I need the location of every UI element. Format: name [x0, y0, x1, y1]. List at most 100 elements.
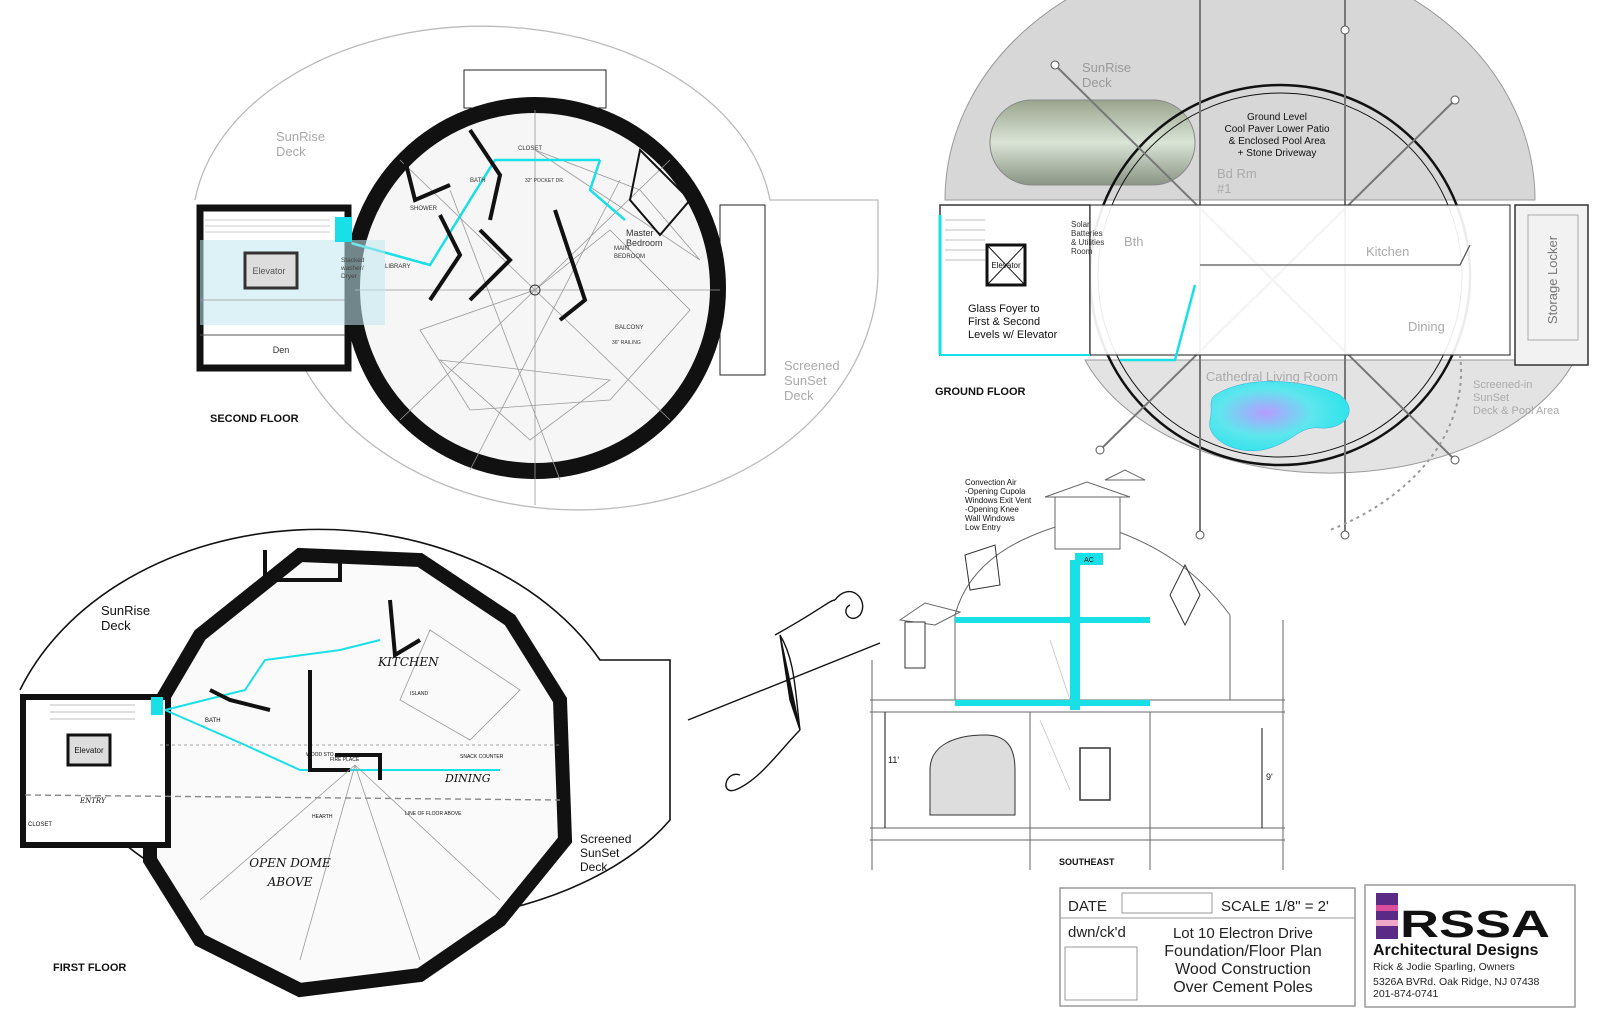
bedroom-1-label-1: Bd Rm — [1217, 166, 1257, 181]
gf-screened-label-2: SunSet — [1473, 392, 1509, 404]
convection-label-3: Windows Exit Vent — [965, 496, 1032, 505]
sf-bath-label: BATH — [470, 178, 486, 184]
sf-screened-deck-label-2: SunSet — [784, 373, 827, 388]
ff-elevator-label: Elevator — [74, 746, 104, 755]
ff-screened-deck-label-2: SunSet — [580, 846, 620, 860]
second-floor-title: SECOND FLOOR — [210, 413, 299, 425]
sf-screened-deck-label-3: Deck — [784, 388, 814, 403]
gf-dining-label: Dining — [1408, 319, 1445, 334]
master-bedroom-label-2: Bedroom — [626, 238, 663, 248]
sf-closet-label: CLOSET — [518, 146, 542, 152]
height-left-label: 11' — [888, 755, 899, 765]
phone-line: 201-874-0741 — [1373, 988, 1439, 1000]
convection-label-6: Low Entry — [965, 523, 1001, 532]
storage-locker-label: Storage Locker — [1545, 235, 1560, 324]
sf-railing-label: 36" RAILING — [612, 340, 641, 346]
swimming-pool — [1209, 381, 1350, 452]
drawn-checked-label: dwn/ck'd — [1068, 924, 1126, 941]
island-label: ISLAND — [410, 691, 428, 697]
title-block: DATE SCALE 1/8" = 2' dwn/ck'd Lot 10 Ele… — [1059, 884, 1576, 1008]
height-right-label: 9' — [1266, 772, 1273, 782]
solar-label-4: Room — [1071, 247, 1093, 256]
ff-screened-deck-label-1: Screened — [580, 832, 631, 846]
kitchen-label: KITCHEN — [377, 655, 439, 669]
dining-label: DINING — [444, 772, 491, 785]
pocket-door-label: 32" POCKET DR. — [525, 178, 564, 184]
ff-sunrise-deck-label-1: SunRise — [101, 603, 150, 618]
logo-lettering: RSSA — [1400, 904, 1550, 946]
solar-label-2: Batteries — [1071, 229, 1103, 238]
project-line-1: Lot 10 Electron Drive — [1173, 925, 1313, 942]
convection-label-2: -Opening Cupola — [965, 487, 1026, 496]
stacked-washer-label-1: Stacked — [341, 257, 365, 264]
patio-label-1: Ground Level — [1247, 112, 1307, 123]
second-floor-deck-outline — [194, 25, 879, 511]
convection-label-4: -Opening Knee — [965, 505, 1019, 514]
ground-floor-plan: SunRise Deck Ground Level Cool Paver Low… — [935, 0, 1589, 540]
patio-label-2: Cool Paver Lower Patio — [1224, 124, 1329, 135]
second-floor-elevator-label: Elevator — [252, 266, 285, 276]
solar-label-3: & Utilities — [1071, 238, 1104, 247]
geodesic-lines — [355, 110, 720, 505]
gf-screened-label-3: Deck & Pool Area — [1473, 405, 1560, 417]
bedroom-1-label-2: #1 — [1217, 181, 1231, 196]
second-floor-elevator — [243, 251, 299, 290]
project-line-3: Wood Construction — [1175, 961, 1311, 978]
gf-sunrise-deck-label-2: Deck — [1082, 75, 1112, 90]
firm-name: Architectural Designs — [1373, 942, 1538, 959]
open-dome-label-2: ABOVE — [267, 875, 313, 889]
ff-screened-deck-label-3: Deck — [580, 860, 608, 874]
glass-foyer-label-2: First & Second — [968, 316, 1040, 328]
sf-screened-deck-label-1: Screened — [784, 358, 840, 373]
southeast-title: SOUTHEAST — [1059, 857, 1115, 867]
second-floor-flow-line — [339, 158, 600, 267]
gf-bath-label: Bth — [1124, 234, 1144, 249]
convection-label-5: Wall Windows — [965, 514, 1015, 523]
stacked-washer-label-2: washer/ — [340, 265, 364, 272]
ground-floor-title: GROUND FLOOR — [935, 386, 1025, 398]
ff-bath-label: BATH — [205, 718, 221, 724]
airstream-trailer-top — [989, 99, 1196, 186]
snack-counter-label: SNACK COUNTER — [460, 754, 504, 760]
den-label: Den — [273, 345, 290, 355]
cathedral-living-room-label: Cathedral Living Room — [1206, 369, 1338, 384]
ac-label: AC — [1084, 557, 1094, 564]
first-floor-elevator — [66, 733, 112, 767]
gf-sunrise-deck-label-1: SunRise — [1082, 60, 1131, 75]
wood-stove-label: WOOD STO. — [306, 752, 335, 758]
date-label: DATE — [1068, 898, 1107, 915]
first-floor-plan: SunRise Deck Screened SunSet Deck Elevat… — [19, 528, 671, 998]
convection-label-1: Convection Air — [965, 478, 1017, 487]
glass-foyer-label-3: Levels w/ Elevator — [968, 329, 1058, 341]
first-floor-title: FIRST FLOOR — [53, 962, 126, 974]
entry-label: ENTRY — [79, 797, 107, 805]
north-arrow — [687, 590, 881, 792]
sf-sunrise-deck-label-2: Deck — [276, 144, 306, 159]
sf-sunrise-deck-label-1: SunRise — [276, 129, 325, 144]
library-label: LIBRARY — [385, 264, 411, 270]
balcony-label: BALCONY — [615, 325, 644, 331]
solar-label-1: Solar — [1071, 220, 1090, 229]
project-line-4: Over Cement Poles — [1173, 979, 1313, 996]
ff-sunrise-deck-label-2: Deck — [101, 618, 131, 633]
patio-label-4: + Stone Driveway — [1238, 148, 1317, 159]
stacked-washer-label-3: Dryer — [341, 273, 358, 280]
scale-label: SCALE 1/8" = 2' — [1221, 898, 1329, 915]
line-floor-above-label: LINE OF FLOOR ABOVE — [405, 811, 462, 817]
southeast-section: 11' 9' AC Convection Air -Opening Cupola… — [870, 469, 1285, 870]
master-bedroom-label-1: Master — [626, 228, 654, 238]
firm-logo: RSSA — [1376, 893, 1550, 946]
fireplace-label: FIRE PLACE — [330, 757, 360, 763]
second-floor-plan: Elevator Stacked washer/ Dryer Den SunRi… — [194, 25, 879, 511]
gf-elevator-label: Elevator — [991, 261, 1021, 270]
project-line-2: Foundation/Floor Plan — [1164, 943, 1321, 960]
hearth-label: HEARTH — [312, 814, 333, 820]
gf-kitchen-label: Kitchen — [1366, 244, 1409, 259]
sf-shower-label: SHOWER — [410, 206, 438, 212]
patio-label-3: & Enclosed Pool Area — [1229, 136, 1326, 147]
main-bedroom-label-1: MAIN — [614, 246, 629, 252]
open-dome-label-1: OPEN DOME — [249, 856, 331, 870]
gf-screened-label-1: Screened-in — [1473, 379, 1532, 391]
ff-closet-label: CLOSET — [28, 822, 52, 828]
owners-line: Rick & Jodie Sparling, Owners — [1373, 961, 1515, 973]
